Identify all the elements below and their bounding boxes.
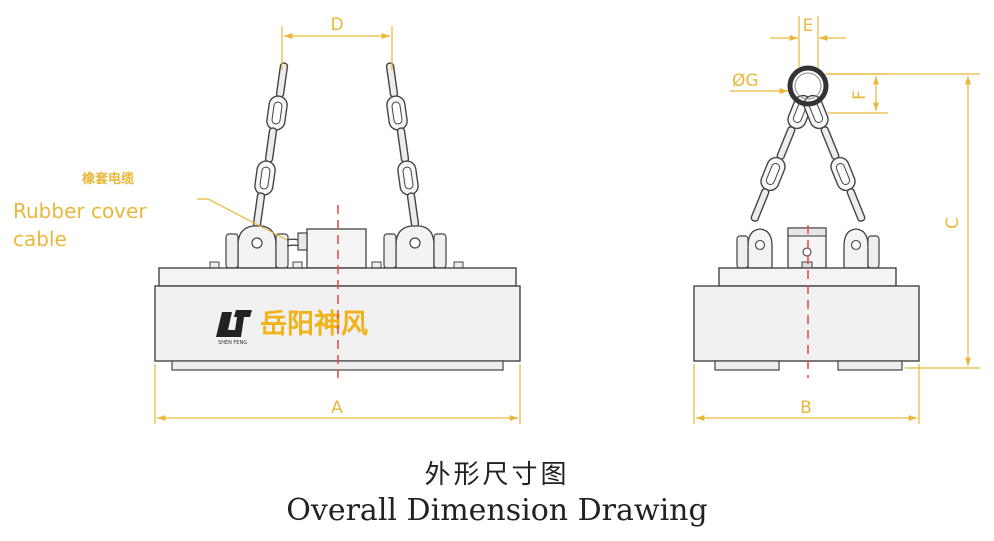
side-terminal-box xyxy=(787,227,827,269)
side-left-lug xyxy=(736,228,773,269)
dim-label-d: D xyxy=(330,15,343,35)
caption-english: Overall Dimension Drawing xyxy=(286,493,708,528)
dimension-labels: A B D E F C ØG xyxy=(330,15,963,418)
front-left-chain xyxy=(252,61,289,229)
caption-chinese: 外形尺寸图 xyxy=(424,460,570,490)
callout-line1: Rubber cover xyxy=(13,199,147,223)
side-right-lug xyxy=(843,228,880,269)
callout-chinese: 橡套电缆 xyxy=(82,171,134,187)
front-left-lug xyxy=(225,225,289,269)
front-junction-box xyxy=(286,228,367,269)
dim-label-c: C xyxy=(943,217,963,229)
dim-label-a: A xyxy=(331,398,343,418)
callout-line2: cable xyxy=(13,227,67,251)
brand-name: 岳阳神风 xyxy=(260,309,368,340)
dimension-lines xyxy=(154,16,980,424)
cable-callout: 橡套电缆 Rubber cover cable xyxy=(13,171,147,251)
dim-label-f: F xyxy=(850,90,870,100)
side-view xyxy=(693,65,920,378)
logo-subtext: SHEN FENG xyxy=(218,340,247,346)
front-right-chain xyxy=(385,61,420,229)
dim-label-b: B xyxy=(800,398,812,418)
side-left-pole xyxy=(714,360,780,371)
side-left-chain xyxy=(749,92,816,223)
lifting-ring-icon xyxy=(787,65,829,107)
side-right-pole xyxy=(837,360,903,371)
side-main-body xyxy=(693,285,920,362)
dim-label-g: ØG xyxy=(732,71,759,91)
front-view: SHEN FENG 岳阳神风 xyxy=(154,61,521,378)
brand-logo-icon: SHEN FENG xyxy=(216,310,252,346)
dim-label-e: E xyxy=(803,16,814,36)
side-right-chain xyxy=(800,92,867,223)
front-right-lug xyxy=(383,225,447,269)
